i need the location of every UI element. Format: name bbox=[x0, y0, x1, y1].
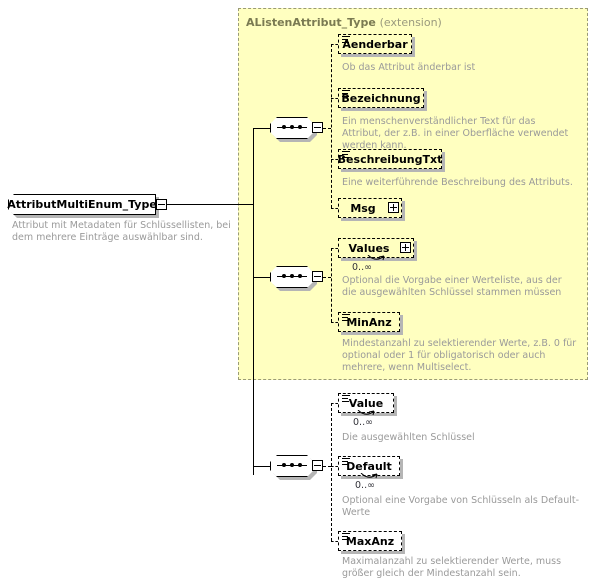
element-bezeichnung-documentation: Ein menschenverständlicher Text für das … bbox=[342, 116, 569, 151]
element-value-cardinality: 0..∞ bbox=[353, 417, 373, 428]
sequence-compositor-3[interactable] bbox=[270, 455, 317, 480]
element-maxanz-label: MaxAnz bbox=[345, 534, 395, 548]
element-minanz-documentation: Mindestanzahl zu selektierender Werte, z… bbox=[342, 338, 577, 373]
element-default-cardinality: 0..∞ bbox=[355, 480, 375, 491]
element-maxanz-documentation: Maximalanzahl zu selektierender Werte, m… bbox=[342, 556, 562, 579]
root-type-documentation: Attribut mit Metadaten für Schlüssellist… bbox=[12, 220, 231, 243]
attribute-lines-icon bbox=[342, 533, 350, 540]
connector-seq3-bus bbox=[331, 403, 332, 541]
element-default-documentation: Optional eine Vorgabe von Schlüsseln als… bbox=[342, 495, 580, 518]
attribute-lines-icon bbox=[342, 90, 350, 97]
extension-panel-title: AListenAttribut_Type (extension) bbox=[246, 16, 442, 29]
sequence-3-dot-icon bbox=[290, 463, 294, 467]
connector-to-aenderbar bbox=[331, 44, 338, 45]
attribute-lines-icon bbox=[342, 395, 350, 402]
connector-to-value bbox=[331, 403, 338, 404]
connector-seq1-stub bbox=[323, 128, 331, 129]
attribute-lines-icon bbox=[342, 458, 350, 465]
connector-trunk-to-sequence-2 bbox=[253, 277, 270, 278]
element-values[interactable]: Values bbox=[338, 238, 417, 261]
sequence-1-dot-icon bbox=[282, 125, 286, 129]
sequence-3-collapse-toggle-icon[interactable] bbox=[312, 460, 323, 471]
element-msg-label: Msg bbox=[350, 201, 376, 215]
root-type-name: AttributMultiEnum_Type bbox=[7, 198, 157, 211]
connector-trunk-to-sequence-1 bbox=[253, 128, 270, 129]
element-value[interactable]: Value bbox=[338, 393, 397, 416]
attribute-lines-icon bbox=[342, 36, 350, 43]
element-aenderbar[interactable]: Aenderbar bbox=[338, 34, 415, 57]
element-values-documentation: Optional die Vorgabe einer Werteliste, a… bbox=[342, 275, 562, 298]
element-values-cardinality: 0..∞ bbox=[352, 262, 372, 273]
element-beschreibungtxt-documentation: Eine weiterführende Beschreibung des Att… bbox=[342, 177, 573, 188]
attribute-lines-icon bbox=[342, 151, 350, 158]
connector-to-values bbox=[331, 248, 338, 249]
sequence-2-dot-icon bbox=[282, 274, 286, 278]
element-values-label: Values bbox=[348, 241, 390, 255]
root-type-box[interactable]: AttributMultiEnum_Type bbox=[7, 194, 159, 218]
sequence-3-dot-icon bbox=[282, 463, 286, 467]
sequence-compositor-1[interactable] bbox=[270, 117, 317, 142]
connector-to-default bbox=[331, 466, 338, 467]
sequence-1-collapse-toggle-icon[interactable] bbox=[312, 122, 323, 133]
element-beschreibungtxt-frame bbox=[338, 149, 442, 169]
repeating-marker-icon bbox=[367, 255, 385, 261]
attribute-lines-icon bbox=[342, 314, 350, 321]
element-value-frame bbox=[338, 393, 394, 413]
connector-to-msg bbox=[331, 208, 338, 209]
sequence-1-dot-icon bbox=[298, 125, 302, 129]
element-aenderbar-label: Aenderbar bbox=[342, 37, 408, 51]
connector-to-beschreibungtxt bbox=[331, 159, 338, 160]
root-collapse-toggle-icon[interactable] bbox=[156, 199, 167, 210]
connector-seq1-bus bbox=[331, 44, 332, 208]
sequence-2-collapse-toggle-icon[interactable] bbox=[312, 271, 323, 282]
sequence-3-dot-icon bbox=[298, 463, 302, 467]
connector-seq2-bus bbox=[331, 248, 332, 322]
repeating-marker-icon bbox=[357, 410, 375, 416]
element-minanz-label: MinAnz bbox=[346, 315, 392, 329]
element-maxanz[interactable]: MaxAnz bbox=[338, 531, 405, 554]
element-default[interactable]: Default bbox=[338, 456, 403, 479]
sequence-2-dot-icon bbox=[298, 274, 302, 278]
connector-to-bezeichnung bbox=[331, 98, 338, 99]
element-msg-frame bbox=[338, 198, 402, 218]
element-minanz-frame bbox=[338, 312, 400, 332]
repeating-marker-icon bbox=[360, 473, 378, 479]
element-msg[interactable]: Msg bbox=[338, 198, 405, 221]
sequence-compositor-2[interactable] bbox=[270, 266, 317, 291]
element-beschreibungtxt-label: BeschreibungTxt bbox=[337, 152, 443, 166]
element-aenderbar-documentation: Ob das Attribut änderbar ist bbox=[342, 62, 476, 73]
sequence-2-dot-icon bbox=[290, 274, 294, 278]
element-maxanz-frame bbox=[338, 531, 402, 551]
element-bezeichnung-label: Bezeichnung bbox=[341, 91, 421, 105]
connector-trunk-to-sequence-3 bbox=[253, 466, 270, 467]
connector-main-trunk bbox=[253, 128, 254, 475]
connector-seq3-stub bbox=[323, 466, 331, 467]
connector-to-minanz bbox=[331, 322, 338, 323]
sequence-1-dot-icon bbox=[290, 125, 294, 129]
root-type-box-frame bbox=[8, 194, 156, 215]
element-bezeichnung-frame bbox=[338, 88, 424, 108]
element-minanz[interactable]: MinAnz bbox=[338, 312, 403, 335]
element-value-label: Value bbox=[348, 396, 384, 410]
connector-root-to-trunk bbox=[167, 204, 253, 205]
element-default-label: Default bbox=[346, 459, 392, 473]
connector-seq2-stub bbox=[323, 277, 331, 278]
element-values-expand-icon[interactable] bbox=[400, 242, 411, 253]
connector-to-maxanz bbox=[331, 541, 338, 542]
extension-panel bbox=[238, 8, 588, 380]
element-default-frame bbox=[338, 456, 400, 476]
element-values-frame bbox=[338, 238, 414, 258]
element-bezeichnung[interactable]: Bezeichnung bbox=[338, 88, 427, 111]
element-aenderbar-frame bbox=[338, 34, 412, 54]
extension-base-type-label: AListenAttribut_Type bbox=[246, 16, 376, 29]
extension-kind-label: (extension) bbox=[379, 16, 442, 29]
element-value-documentation: Die ausgewählten Schlüssel bbox=[342, 432, 475, 443]
element-msg-expand-icon[interactable] bbox=[388, 202, 399, 213]
element-beschreibungtxt[interactable]: BeschreibungTxt bbox=[337, 149, 445, 172]
